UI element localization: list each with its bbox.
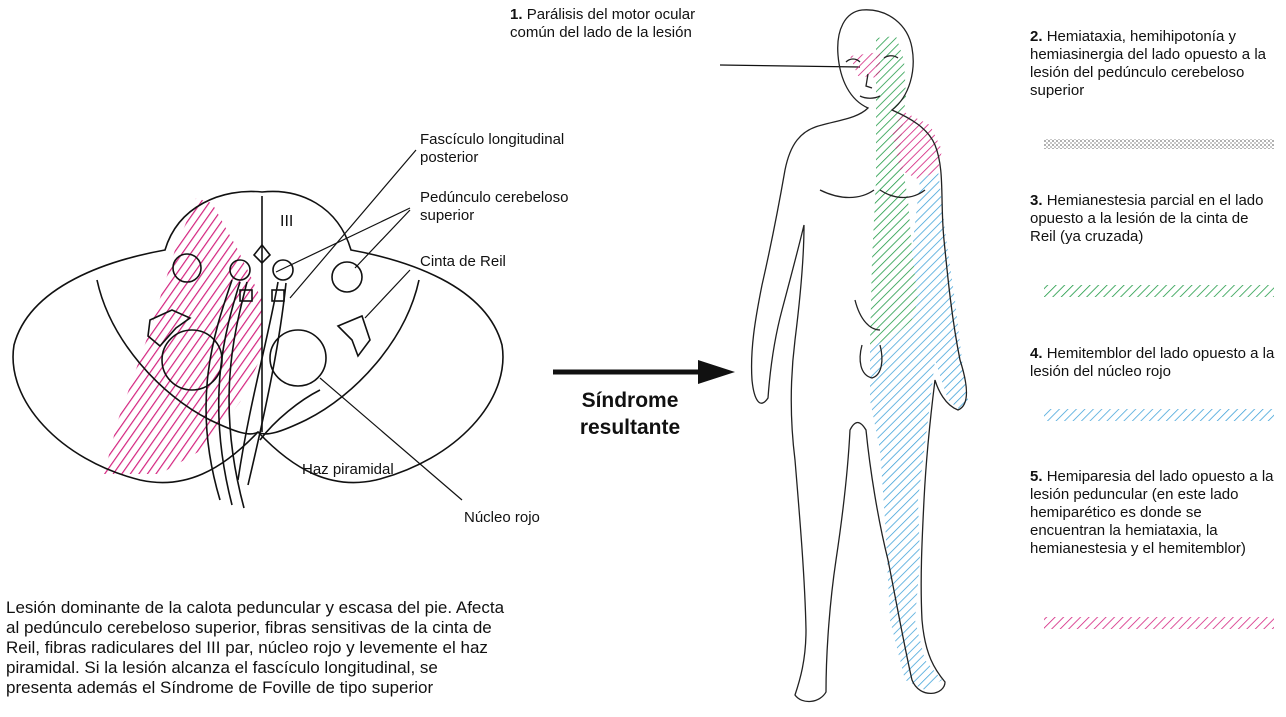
label-cinta: Cinta de Reil — [420, 253, 620, 271]
label-1-text: Parálisis del motor ocular común del lad… — [510, 6, 695, 41]
arrow-label-line1: Síndrome — [560, 387, 700, 414]
label-1: 1. Parálisis del motor ocular común del … — [510, 6, 720, 42]
item-5-text: Hemiparesia del lado opuesto a la lesión… — [1030, 468, 1274, 557]
list-item-4: 4. Hemitemblor del lado opuesto a la les… — [1030, 345, 1275, 381]
item-3-num: 3. — [1030, 192, 1043, 209]
item-5-num: 5. — [1030, 468, 1043, 485]
list-item-3: 3. Hemianestesia parcial en el lado opue… — [1030, 192, 1275, 246]
arrow-label-line2: resultante — [560, 414, 700, 441]
swatch-green — [1044, 285, 1274, 297]
swatch-magenta — [1044, 617, 1274, 629]
list-item-2: 2. Hemiataxia, hemihipotonía y hemiasine… — [1030, 28, 1275, 100]
list-item-5: 5. Hemiparesia del lado opuesto a la les… — [1030, 468, 1275, 558]
label-nucleo: Núcleo rojo — [464, 509, 540, 527]
label-1-num: 1. — [510, 6, 523, 23]
item-2-num: 2. — [1030, 28, 1043, 45]
swatch-blue — [1044, 409, 1274, 421]
item-4-num: 4. — [1030, 345, 1043, 362]
label-nervio: III — [280, 213, 293, 231]
midbrain-section — [13, 191, 503, 508]
item-3-text: Hemianestesia parcial en el lado opuesto… — [1030, 192, 1263, 245]
caption: Lesión dominante de la calota peduncular… — [6, 598, 506, 698]
swatch-gray — [1044, 139, 1274, 149]
pink-eye-region — [850, 52, 880, 78]
result-arrow — [553, 360, 735, 384]
human-figure — [752, 10, 968, 702]
label-haz: Haz piramidal — [302, 461, 394, 479]
label-fasciculo: Fascículo longitudinal posterior — [420, 131, 620, 167]
item-2-text: Hemiataxia, hemihipotonía y hemiasinergi… — [1030, 28, 1266, 99]
item-4-text: Hemitemblor del lado opuesto a la lesión… — [1030, 345, 1274, 380]
label-pedunculo: Pedúnculo cerebeloso superior — [420, 189, 620, 225]
